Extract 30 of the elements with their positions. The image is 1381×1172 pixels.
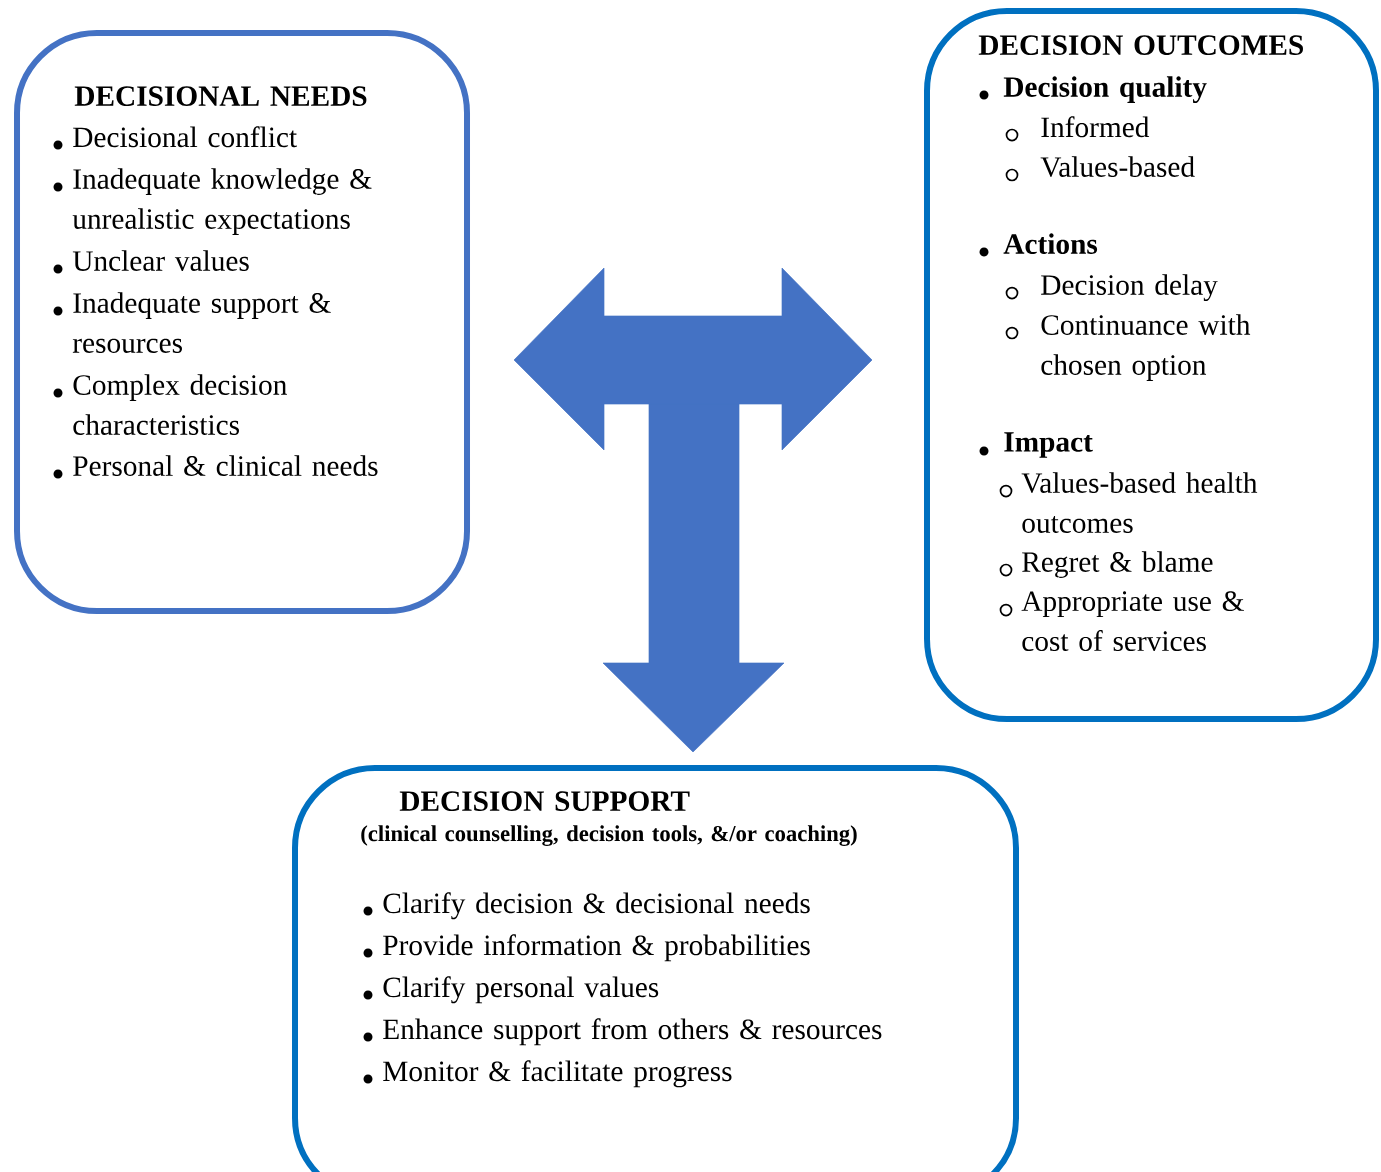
bullet-item: Monitor & facilitate progress (363, 1060, 732, 1088)
bullet-item: Actions (979, 233, 1098, 257)
bullet-item: Personal & clinical needs (53, 455, 378, 479)
bullet-item: Provide information & probabilities (363, 934, 810, 962)
bullet-item: Values-based (1005, 156, 1195, 182)
bullet-item: Decision quality (979, 76, 1207, 103)
bullet-item: Continuance with chosen option (1005, 314, 1251, 381)
bullet-item: Unclear values (53, 250, 249, 274)
block-arrow (513, 267, 873, 451)
bullet-item: Decisional conflict (53, 126, 297, 150)
box-subheading: (clinical counselling, decision tools, &/or coaching) (361, 825, 857, 846)
box-heading: DECISION SUPPORT (399, 791, 690, 811)
bullet-item: Values-based health outcomes (999, 472, 1258, 533)
bullet-item: Appropriate use & cost of services (999, 591, 1244, 652)
rounded-box (14, 30, 470, 614)
bullet-item: Clarify personal values (363, 976, 659, 1004)
bullet-item: Clarify decision & decisional needs (363, 892, 810, 920)
bullet-item: Enhance support from others & resources (363, 1018, 882, 1046)
rounded-box (292, 765, 1019, 1172)
bullet-item: Informed (1005, 116, 1150, 142)
bullet-item: Decision delay (1005, 274, 1218, 301)
bullet-item: Inadequate knowledge & unrealistic expectations (53, 168, 372, 235)
box-heading: DECISION OUTCOMES (978, 35, 1303, 55)
rounded-box (924, 8, 1379, 722)
bullet-item: Complex decision characteristics (53, 374, 287, 435)
bullet-item: Regret & blame (999, 551, 1213, 578)
box-heading: DECISIONAL NEEDS (74, 86, 367, 106)
bullet-item: Impact (979, 432, 1093, 458)
block-arrow (602, 403, 785, 753)
bullet-item: Inadequate support & resources (53, 292, 331, 353)
